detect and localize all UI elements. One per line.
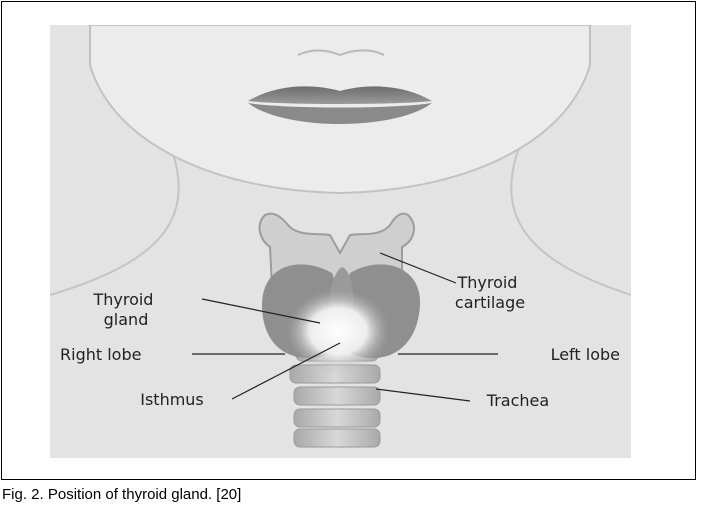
label-left-lobe: Left lobe — [551, 345, 620, 364]
thyroid-diagram: Thyroid gland Thyroid cartilage Right lo… — [50, 25, 631, 458]
label-right-lobe: Right lobe — [60, 345, 141, 364]
thyroid-illustration: Thyroid gland Thyroid cartilage Right lo… — [50, 25, 631, 458]
label-thyroid-cartilage: Thyroid cartilage — [455, 273, 525, 312]
figure-frame: Thyroid gland Thyroid cartilage Right lo… — [1, 1, 696, 480]
figure-caption: Fig. 2. Position of thyroid gland. [20] — [2, 486, 241, 503]
label-trachea: Trachea — [486, 391, 549, 410]
label-isthmus: Isthmus — [140, 390, 204, 409]
gland-highlight — [286, 289, 390, 373]
